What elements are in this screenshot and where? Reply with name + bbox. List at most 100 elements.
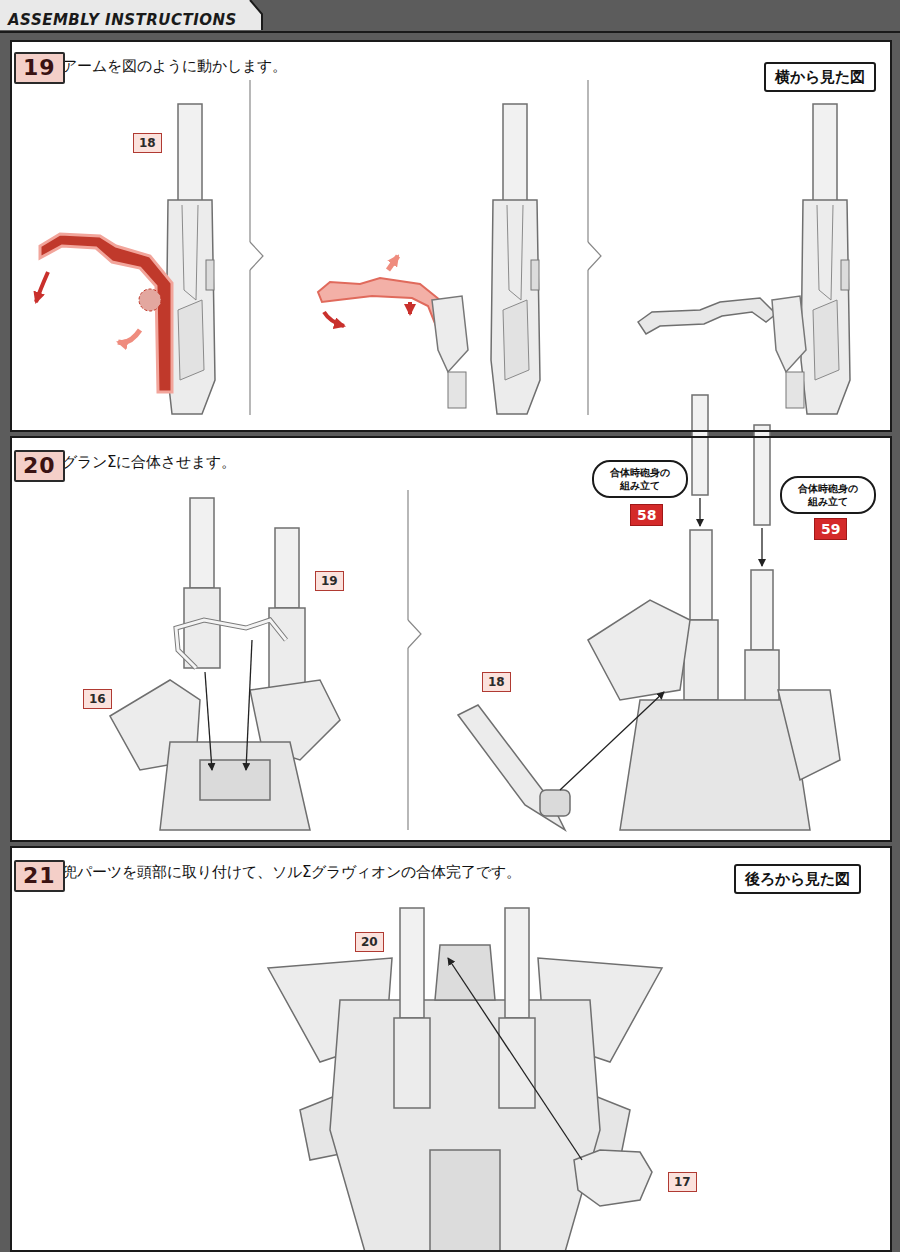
- illustration-part: [176, 620, 286, 668]
- illustration-part: [574, 1150, 652, 1206]
- illustration-part: [176, 620, 286, 668]
- illustration-part: [324, 312, 344, 326]
- illustration-part: [692, 395, 708, 495]
- subassembly-note-text: 合体時砲身の 組み立て: [594, 462, 686, 496]
- callout-number-text: 18: [483, 673, 510, 691]
- illustration-part: [250, 242, 263, 270]
- callout-number-text: 19: [316, 572, 343, 590]
- step-number-text: 20: [16, 452, 63, 480]
- step21-figures: [268, 908, 662, 1252]
- illustration-part: [205, 672, 212, 770]
- view-label-text: 後ろから見た図: [736, 866, 859, 892]
- illustration-part: [408, 302, 412, 314]
- illustration-part: [407, 490, 408, 620]
- step-panel: 兜パーツを頭部に取り付けて、ソルΣグラヴィオンの合体完了です。21 後ろから見た図…: [10, 846, 892, 1252]
- illustration-part: [200, 760, 270, 800]
- step-reference: 59: [814, 518, 847, 540]
- callout-number-text: 16: [84, 690, 111, 708]
- callout-number: 18: [482, 672, 511, 692]
- step-panel: グランΣに合体させます。20 19 16 合体時砲身の 組み立て 58 合体時砲身の 組み…: [10, 436, 892, 842]
- step-number: 21: [14, 860, 65, 892]
- callout-number: 16: [83, 689, 112, 709]
- callout-number: 19: [315, 571, 344, 591]
- illustration-part: [246, 640, 252, 770]
- subassembly-note-text: 合体時砲身の 組み立て: [782, 478, 874, 512]
- step-reference: 58: [630, 504, 663, 526]
- illustration-part: [36, 272, 48, 302]
- callout-number: 20: [355, 932, 384, 952]
- illustration-part: [249, 80, 250, 242]
- illustration-part: [249, 270, 250, 415]
- illustration-part: [430, 1150, 500, 1252]
- step-number-text: 19: [16, 54, 63, 82]
- instruction-text: アームを図のように動かします。: [62, 57, 287, 76]
- illustration-part: [448, 372, 466, 408]
- step-number: 19: [14, 52, 65, 84]
- illustration-part: [587, 270, 588, 415]
- illustration-part: [10, 40, 892, 432]
- illustration-part: [620, 700, 810, 830]
- illustration-part: [786, 372, 804, 408]
- illustration-part: [318, 278, 452, 336]
- callout-number-text: 18: [134, 134, 161, 152]
- illustration-part: [184, 588, 220, 668]
- illustration-part: [10, 846, 892, 1252]
- illustration-part: [690, 530, 712, 620]
- illustration-part: [0, 0, 262, 30]
- illustration-part: [684, 620, 718, 700]
- view-label-text: 横から見た図: [766, 64, 874, 90]
- step-number: 20: [14, 450, 65, 482]
- callout-number-text: 17: [669, 1173, 696, 1191]
- header-title: ASSEMBLY INSTRUCTIONS: [8, 10, 237, 29]
- illustration-part: [190, 498, 214, 588]
- callout-number: 18: [133, 133, 162, 153]
- illustration-part: [388, 256, 398, 270]
- illustration-part: [40, 234, 172, 392]
- illustration-part: [505, 908, 529, 1018]
- illustration-part: [699, 498, 700, 526]
- step-reference-text: 58: [631, 505, 662, 525]
- illustration-part: [435, 945, 495, 1000]
- view-label: 後ろから見た図: [734, 864, 861, 894]
- subassembly-note: 合体時砲身の 組み立て: [592, 460, 688, 498]
- view-label: 横から見た図: [764, 62, 876, 92]
- illustration-part: [588, 242, 601, 270]
- illustration-part: [160, 742, 310, 830]
- illustration-part: [394, 1018, 430, 1108]
- illustration-part: [0, 31, 900, 33]
- illustration-part: [778, 690, 840, 780]
- callout-number-text: 20: [356, 933, 383, 951]
- illustration-part: [432, 296, 468, 372]
- instruction-text: グランΣに合体させます。: [62, 453, 236, 472]
- step-number-text: 21: [16, 862, 63, 890]
- illustration-part: [491, 104, 540, 414]
- step-dividers: [250, 80, 601, 830]
- step-reference-text: 59: [815, 519, 846, 539]
- illustration-part: [448, 958, 582, 1160]
- illustration-part: [275, 528, 299, 608]
- header-title-text: ASSEMBLY INSTRUCTIONS: [8, 11, 237, 29]
- illustration-part: [407, 648, 408, 830]
- instruction-text: 兜パーツを頭部に取り付けて、ソルΣグラヴィオンの合体完了です。: [62, 863, 521, 882]
- illustration-part: [761, 528, 762, 566]
- illustration-part: [772, 296, 806, 372]
- illustration-part: [540, 790, 570, 816]
- callout-number: 17: [668, 1172, 697, 1192]
- illustration-part: [560, 692, 664, 790]
- step19-figures: [36, 104, 850, 414]
- illustration-part: [751, 570, 773, 650]
- illustration-part: [400, 908, 424, 1018]
- step-panel: アームを図のように動かします。19 横から見た図 18: [10, 40, 892, 432]
- illustration-part: [408, 620, 421, 648]
- illustration-part: [269, 608, 305, 688]
- illustration-part: [638, 298, 776, 334]
- illustration-part: [588, 600, 690, 700]
- subassembly-note: 合体時砲身の 組み立て: [780, 476, 876, 514]
- illustration-part: [801, 104, 850, 414]
- illustration-part: [118, 330, 140, 343]
- illustration-part: [139, 289, 161, 311]
